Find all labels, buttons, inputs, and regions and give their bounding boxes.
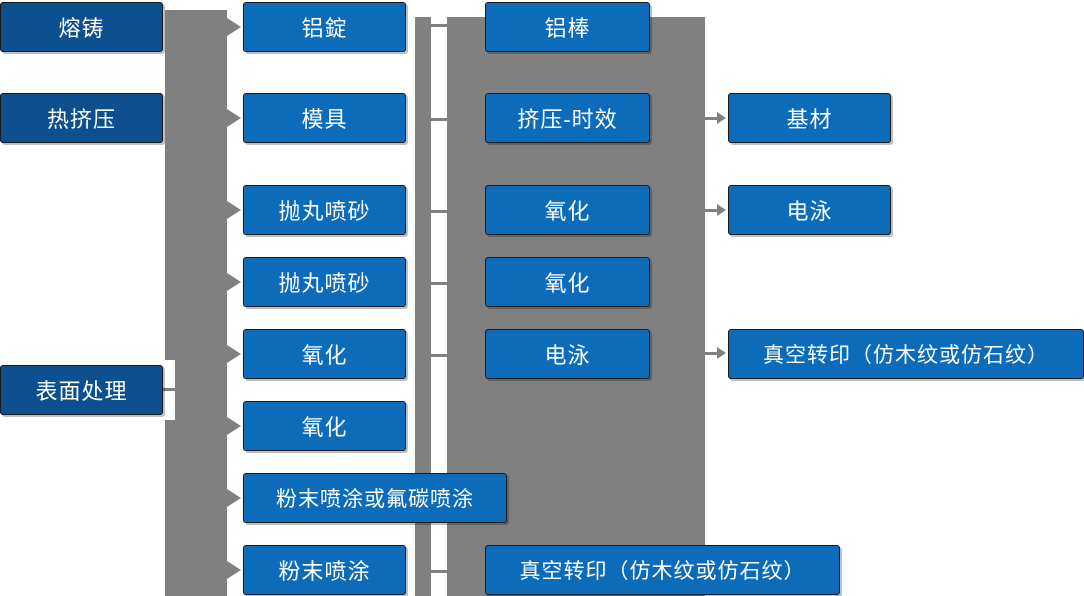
- arrow-trunk-2: [227, 109, 241, 127]
- proc-shot-blast-1-label: 抛丸喷砂: [278, 199, 371, 224]
- stage-melt-cast-label: 熔铸: [58, 16, 105, 41]
- arrow-trunk-5: [227, 345, 241, 363]
- arrow-output-stem-3: [705, 352, 719, 355]
- proc-shot-blast-1[interactable]: 抛丸喷砂: [243, 185, 406, 235]
- out-base-material[interactable]: 基材: [728, 93, 891, 143]
- proc-aluminum-ingot-label: 铝錠: [301, 16, 348, 41]
- proc-mold[interactable]: 模具: [243, 93, 406, 143]
- arrow-output-stem-2: [705, 209, 719, 212]
- arrow-output-stem-1: [705, 117, 719, 120]
- out-vacuum-transfer[interactable]: 真空转印（仿木纹或仿石纹）: [728, 329, 1084, 379]
- arrow-trunk-3: [227, 201, 241, 219]
- proc-aluminum-ingot[interactable]: 铝錠: [243, 2, 406, 52]
- arrow-output-2: [717, 204, 726, 216]
- arrow-trunk-7: [227, 489, 241, 507]
- proc-oxidation-1-label: 氧化: [301, 343, 348, 368]
- res-oxidation-2[interactable]: 氧化: [485, 257, 650, 307]
- proc-shot-blast-2[interactable]: 抛丸喷砂: [243, 257, 406, 307]
- res-extrude-aging-label: 挤压-时效: [517, 107, 618, 132]
- connector-tick-3: [429, 210, 449, 213]
- res-extrude-aging[interactable]: 挤压-时效: [485, 93, 650, 143]
- stage-hot-extrusion[interactable]: 热挤压: [0, 93, 163, 143]
- connector-tick-4: [429, 282, 449, 285]
- proc-powder-or-pvdf-label: 粉末喷涂或氟碳喷涂: [276, 488, 474, 511]
- res-electrophoresis-label: 电泳: [544, 343, 591, 368]
- res-oxidation-1-label: 氧化: [544, 199, 591, 224]
- proc-oxidation-1[interactable]: 氧化: [243, 329, 406, 379]
- connector-stub-surface-treatment: [163, 388, 189, 391]
- res-aluminum-bar[interactable]: 铝棒: [485, 2, 650, 52]
- res-electrophoresis[interactable]: 电泳: [485, 329, 650, 379]
- proc-powder-coating[interactable]: 粉末喷涂: [243, 545, 406, 595]
- connector-trunk-left: [165, 10, 227, 596]
- arrow-output-3: [717, 347, 726, 359]
- proc-shot-blast-2-label: 抛丸喷砂: [278, 271, 371, 296]
- res-vacuum-transfer[interactable]: 真空转印（仿木纹或仿石纹）: [485, 545, 840, 595]
- proc-oxidation-2[interactable]: 氧化: [243, 401, 406, 451]
- stage-surface-treat-label: 表面处理: [35, 379, 128, 404]
- proc-powder-or-pvdf[interactable]: 粉末喷涂或氟碳喷涂: [243, 473, 507, 523]
- arrow-trunk-8: [227, 561, 241, 579]
- out-base-material-label: 基材: [786, 107, 833, 132]
- proc-mold-label: 模具: [301, 107, 348, 132]
- out-vacuum-transfer-label: 真空转印（仿木纹或仿石纹）: [763, 344, 1049, 367]
- arrow-trunk-1: [227, 18, 241, 36]
- out-electrophoresis-label: 电泳: [786, 199, 833, 224]
- connector-tick-5: [429, 354, 449, 357]
- connector-tick-1: [429, 24, 449, 27]
- res-oxidation-1[interactable]: 氧化: [485, 185, 650, 235]
- proc-oxidation-2-label: 氧化: [301, 415, 348, 440]
- arrow-trunk-4: [227, 273, 241, 291]
- stage-melt-cast[interactable]: 熔铸: [0, 2, 163, 52]
- res-aluminum-bar-label: 铝棒: [544, 16, 591, 41]
- out-electrophoresis[interactable]: 电泳: [728, 185, 891, 235]
- connector-rail-narrow: [415, 17, 431, 596]
- stage-hot-extrusion-label: 热挤压: [46, 107, 116, 132]
- arrow-trunk-6: [227, 417, 241, 435]
- proc-powder-coating-label: 粉末喷涂: [278, 559, 371, 584]
- arrow-output-1: [717, 112, 726, 124]
- connector-tick-2: [429, 118, 449, 121]
- res-oxidation-2-label: 氧化: [544, 271, 591, 296]
- res-vacuum-transfer-label: 真空转印（仿木纹或仿石纹）: [519, 560, 806, 583]
- stage-surface-treat[interactable]: 表面处理: [0, 365, 163, 415]
- connector-tick-6: [429, 570, 449, 573]
